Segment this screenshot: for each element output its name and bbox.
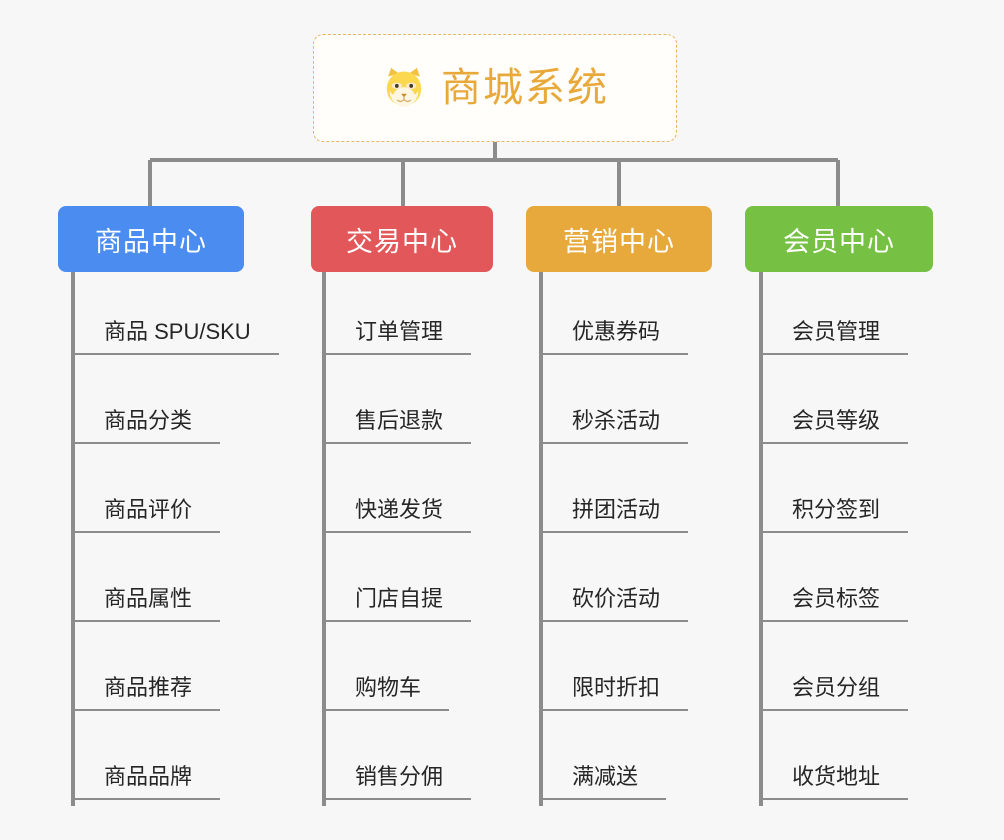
leaf-label: 砍价活动	[540, 588, 689, 622]
root-node[interactable]: 商城系统	[313, 34, 677, 142]
leaf-item[interactable]: 售后退款	[323, 361, 472, 450]
leaf-label: 会员管理	[760, 321, 909, 355]
leaf-label: 会员分组	[760, 677, 909, 711]
leaf-item[interactable]: 商品属性	[72, 539, 279, 628]
leaf-item[interactable]: 商品推荐	[72, 628, 279, 717]
leaf-item[interactable]: 会员分组	[760, 628, 909, 717]
category-box-member[interactable]: 会员中心	[745, 206, 933, 272]
leaf-item[interactable]: 商品品牌	[72, 717, 279, 806]
leaf-item[interactable]: 满减送	[540, 717, 688, 806]
leaf-label: 销售分佣	[323, 766, 472, 800]
leaf-label: 收货地址	[760, 766, 909, 800]
leaf-label: 售后退款	[323, 410, 472, 444]
leaf-label: 商品属性	[72, 588, 221, 622]
leaf-label: 秒杀活动	[540, 410, 689, 444]
leaf-label: 商品分类	[72, 410, 221, 444]
category-box-product[interactable]: 商品中心	[58, 206, 244, 272]
leaf-column-marketing: 优惠券码 秒杀活动 拼团活动 砍价活动 限时折扣 满减送	[540, 272, 689, 806]
leaf-item[interactable]: 门店自提	[323, 539, 472, 628]
leaf-label: 购物车	[323, 677, 450, 711]
leaf-label: 拼团活动	[540, 499, 689, 533]
category-label: 营销中心	[563, 226, 675, 257]
leaf-label: 订单管理	[323, 321, 472, 355]
leaf-label: 商品 SPU/SKU	[72, 321, 279, 355]
leaf-label: 限时折扣	[540, 677, 689, 711]
leaf-item[interactable]: 会员等级	[760, 361, 909, 450]
leaf-item[interactable]: 积分签到	[760, 450, 909, 539]
leaf-item[interactable]: 购物车	[323, 628, 471, 717]
category-box-trade[interactable]: 交易中心	[311, 206, 493, 272]
leaf-item[interactable]: 商品评价	[72, 450, 279, 539]
leaf-item[interactable]: 商品分类	[72, 361, 279, 450]
leaf-label: 快递发货	[323, 499, 472, 533]
root-title: 商城系统	[441, 66, 609, 110]
leaf-label: 商品评价	[72, 499, 221, 533]
category-box-marketing[interactable]: 营销中心	[526, 206, 712, 272]
leaf-item[interactable]: 收货地址	[760, 717, 909, 806]
leaf-item[interactable]: 优惠券码	[540, 272, 689, 361]
leaf-item[interactable]: 砍价活动	[540, 539, 689, 628]
shiba-dog-face-icon	[386, 67, 422, 107]
leaf-column-trade: 订单管理 售后退款 快递发货 门店自提 购物车 销售分佣	[323, 272, 472, 806]
leaf-item[interactable]: 商品 SPU/SKU	[72, 272, 279, 361]
leaf-item[interactable]: 秒杀活动	[540, 361, 689, 450]
leaf-item[interactable]: 会员标签	[760, 539, 909, 628]
category-label: 交易中心	[346, 226, 458, 257]
leaf-label: 商品品牌	[72, 766, 221, 800]
leaf-label: 优惠券码	[540, 321, 689, 355]
leaf-item[interactable]: 订单管理	[323, 272, 472, 361]
leaf-label: 满减送	[540, 766, 667, 800]
category-label: 商品中心	[95, 226, 207, 257]
leaf-column-product: 商品 SPU/SKU 商品分类 商品评价 商品属性 商品推荐 商品品牌	[72, 272, 279, 806]
leaf-item[interactable]: 会员管理	[760, 272, 909, 361]
leaf-column-member: 会员管理 会员等级 积分签到 会员标签 会员分组 收货地址	[760, 272, 909, 806]
leaf-label: 会员标签	[760, 588, 909, 622]
category-label: 会员中心	[783, 226, 895, 257]
leaf-item[interactable]: 快递发货	[323, 450, 472, 539]
leaf-label: 积分签到	[760, 499, 909, 533]
leaf-label: 会员等级	[760, 410, 909, 444]
leaf-item[interactable]: 拼团活动	[540, 450, 689, 539]
leaf-label: 门店自提	[323, 588, 472, 622]
leaf-item[interactable]: 销售分佣	[323, 717, 472, 806]
leaf-item[interactable]: 限时折扣	[540, 628, 689, 717]
leaf-label: 商品推荐	[72, 677, 221, 711]
